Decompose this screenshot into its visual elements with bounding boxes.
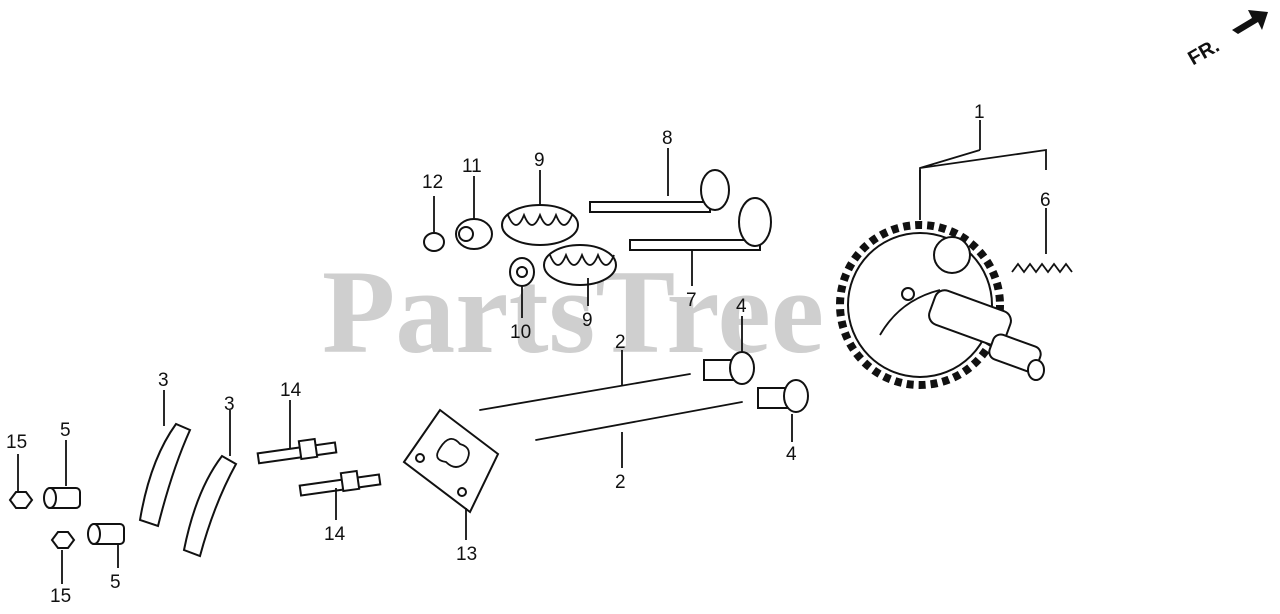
callout-12: 12	[422, 172, 443, 193]
callout-8: 8	[662, 128, 673, 149]
decompressor-spring-part	[1011, 262, 1073, 274]
front-arrow-icon	[1232, 10, 1268, 34]
valve-seal-part	[455, 218, 493, 250]
callout-2-upper: 2	[615, 332, 626, 353]
valve-retainer-part	[509, 257, 535, 287]
callout-7: 7	[686, 290, 697, 311]
callout-5-upper: 5	[60, 420, 71, 441]
pivot-nut-lower-part	[50, 531, 76, 549]
valve-intake-part	[629, 197, 772, 251]
callout-14-upper: 14	[280, 380, 302, 401]
callout-5-lower: 5	[110, 572, 121, 593]
callout-9-upper: 9	[534, 150, 545, 171]
rocker-stud-upper-part	[256, 437, 338, 465]
rocker-pivot-upper-part	[43, 487, 81, 509]
valve-cap-part	[423, 232, 445, 252]
rocker-stud-lower-part	[298, 469, 382, 497]
tappet-lower-part	[757, 379, 809, 413]
callout-4-upper: 4	[736, 296, 747, 317]
callout-4-lower: 4	[786, 444, 797, 465]
callout-10: 10	[510, 322, 531, 343]
camshaft-gear-part	[836, 221, 1045, 389]
callout-6: 6	[1040, 190, 1051, 211]
callout-14-lower: 14	[324, 524, 346, 545]
front-label: FR.	[1184, 35, 1223, 70]
callout-1: 1	[974, 102, 985, 123]
leader-lines	[17, 120, 1047, 584]
callout-9-lower: 9	[582, 310, 593, 331]
callout-11: 11	[462, 156, 482, 177]
callout-15-upper: 15	[6, 432, 27, 453]
valve-spring-lower-part	[543, 244, 617, 286]
rocker-pivot-lower-part	[87, 523, 125, 545]
callout-15-lower: 15	[50, 586, 71, 607]
pivot-nut-upper-part	[8, 491, 34, 509]
rocker-arm-left-part	[138, 422, 192, 528]
tappet-upper-part	[703, 351, 755, 385]
pushrod-guide-plate-part	[402, 408, 500, 514]
callout-3-left: 3	[158, 370, 169, 391]
callout-3-right: 3	[224, 394, 235, 415]
callout-2-lower: 2	[615, 472, 626, 493]
valve-spring-upper-part	[501, 204, 579, 246]
rocker-arm-right-part	[182, 454, 238, 558]
front-indicator: FR.	[1184, 10, 1268, 70]
valve-exhaust-part	[589, 169, 730, 213]
push-rod-lower-part	[535, 401, 743, 441]
callout-13: 13	[456, 544, 477, 565]
push-rod-upper-part	[479, 373, 691, 411]
